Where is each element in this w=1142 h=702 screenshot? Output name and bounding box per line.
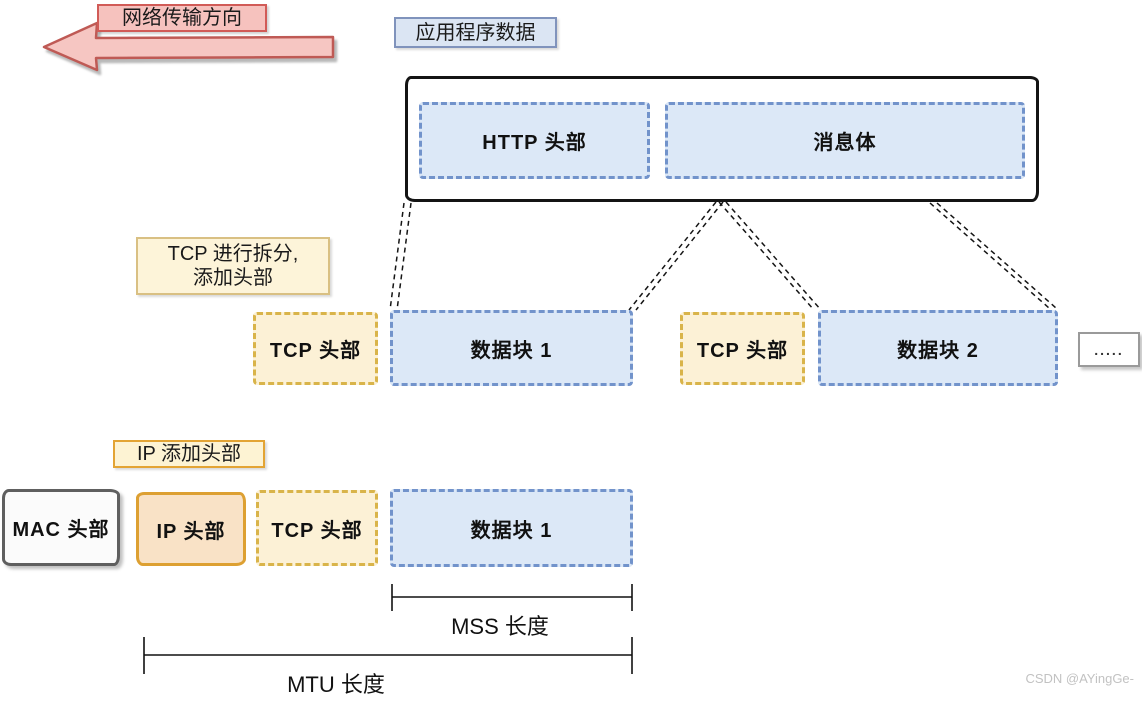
more-segments-ellipsis: ..... bbox=[1078, 332, 1140, 367]
http-header-block: HTTP 头部 bbox=[419, 102, 650, 179]
tcp-split-label-line1: TCP 进行拆分, bbox=[167, 243, 299, 265]
watermark: CSDN @AYingGe- bbox=[1025, 671, 1134, 686]
mss-length-label: MSS 长度 bbox=[451, 614, 549, 639]
data-block-1: 数据块 1 bbox=[390, 310, 633, 386]
data-block-2: 数据块 2 bbox=[818, 310, 1058, 386]
mtu-length-label: MTU 长度 bbox=[287, 672, 385, 697]
transmission-direction-label: 网络传输方向 bbox=[97, 4, 267, 32]
frame-data-block-1: 数据块 1 bbox=[390, 489, 633, 567]
tcp-split-label: TCP 进行拆分, 添加头部 bbox=[136, 237, 330, 295]
message-body-block: 消息体 bbox=[665, 102, 1025, 179]
ip-add-header-label: IP 添加头部 bbox=[113, 440, 265, 468]
tcp-split-label-line2: 添加头部 bbox=[193, 267, 273, 289]
ip-header-block: IP 头部 bbox=[136, 492, 246, 566]
tcp-header-block-1: TCP 头部 bbox=[253, 312, 378, 385]
split-connector-lines bbox=[389, 201, 1057, 311]
tcp-header-block-2: TCP 头部 bbox=[680, 312, 805, 385]
frame-tcp-header-block: TCP 头部 bbox=[256, 490, 378, 566]
mac-header-block: MAC 头部 bbox=[2, 489, 120, 566]
mss-measure-line bbox=[391, 584, 633, 611]
app-data-label: 应用程序数据 bbox=[394, 17, 557, 48]
